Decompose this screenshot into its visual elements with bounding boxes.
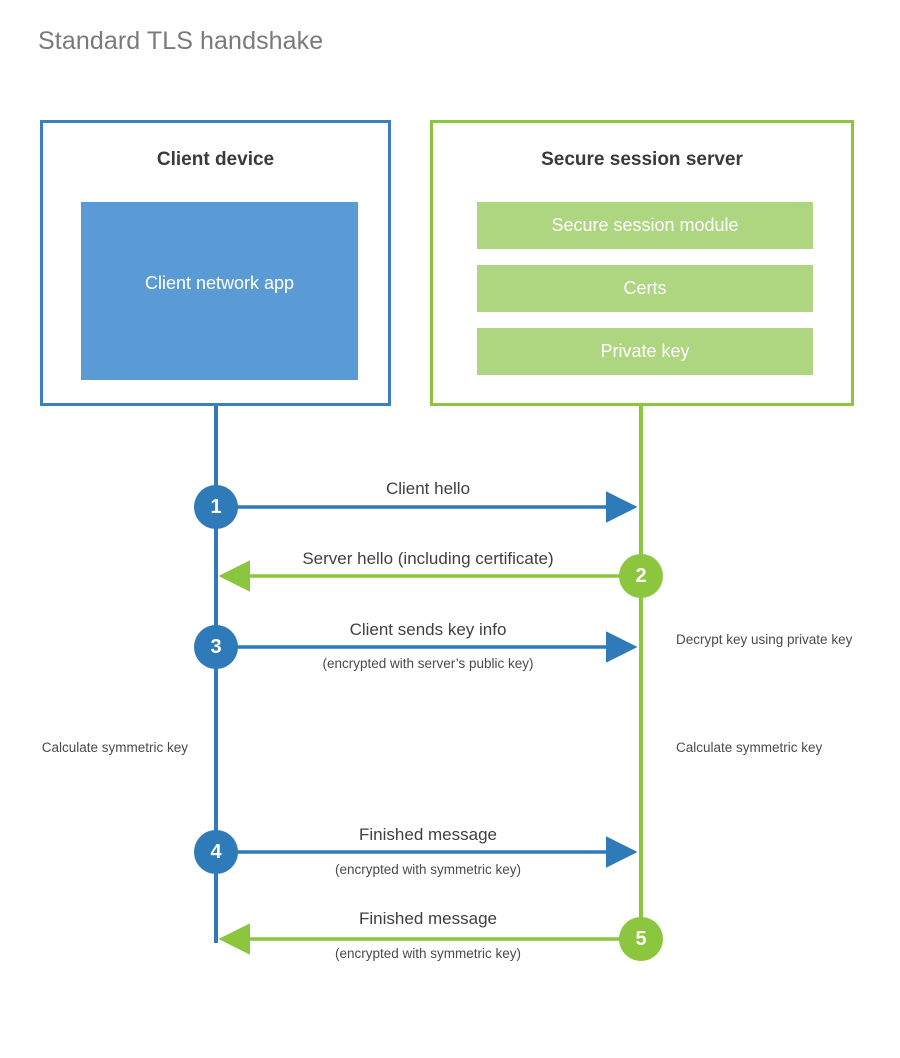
client-network-app-block: Client network app bbox=[81, 202, 358, 380]
client-device-box: Client device Client network app bbox=[40, 120, 391, 406]
secure-session-server-title: Secure session server bbox=[541, 149, 743, 170]
secure-session-server-box: Secure session server Secure session mod… bbox=[430, 120, 854, 406]
private-key-block: Private key bbox=[477, 328, 813, 375]
note-server-calculate-symmetric-key: Calculate symmetric key bbox=[676, 740, 823, 755]
message-label-step-2: Server hello (including certificate) bbox=[302, 549, 554, 568]
message-sublabel-step-4: (encrypted with symmetric key) bbox=[334, 862, 522, 877]
client-lifeline bbox=[214, 406, 218, 943]
step-marker-5[interactable]: 5 bbox=[619, 917, 663, 961]
note-decrypt-key: Decrypt key using private key bbox=[676, 632, 853, 647]
message-label-step-3: Client sends key info bbox=[349, 620, 507, 639]
message-label-step-4: Finished message bbox=[359, 825, 497, 844]
step-marker-3[interactable]: 3 bbox=[194, 625, 238, 669]
note-client-calculate-symmetric-key: Calculate symmetric key bbox=[41, 740, 188, 755]
message-label-step-5: Finished message bbox=[359, 909, 497, 928]
message-label-step-1: Client hello bbox=[385, 479, 471, 498]
client-device-title: Client device bbox=[156, 149, 275, 170]
server-lifeline bbox=[639, 406, 643, 919]
message-sublabel-step-3: (encrypted with server’s public key) bbox=[322, 656, 534, 671]
certs-block: Certs bbox=[477, 265, 813, 312]
message-sublabel-step-5: (encrypted with symmetric key) bbox=[334, 946, 522, 961]
step-marker-2[interactable]: 2 bbox=[619, 554, 663, 598]
step-marker-4[interactable]: 4 bbox=[194, 830, 238, 874]
page-title: Standard TLS handshake bbox=[38, 27, 324, 55]
secure-session-module-block: Secure session module bbox=[477, 202, 813, 249]
step-marker-1[interactable]: 1 bbox=[194, 485, 238, 529]
